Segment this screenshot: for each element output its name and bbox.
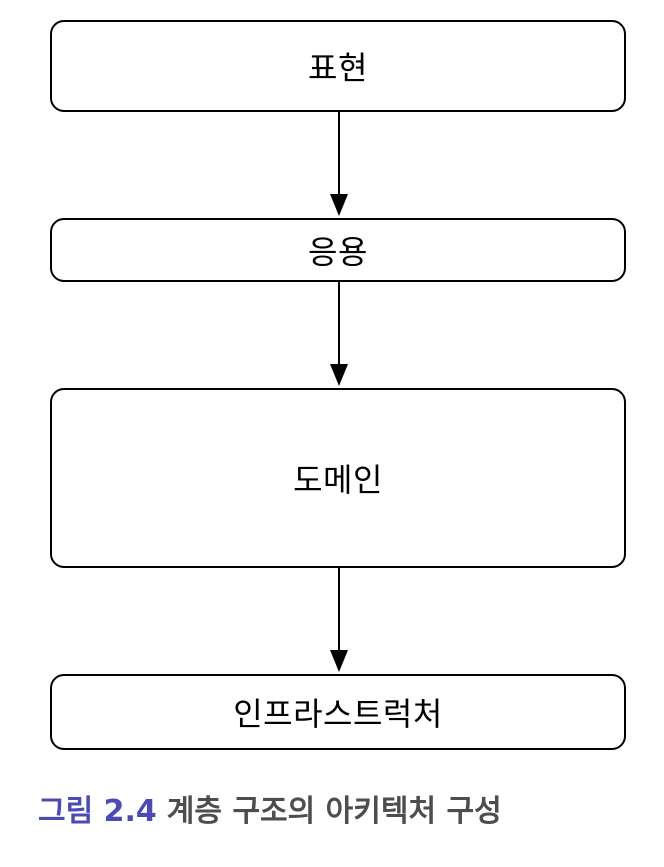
arrow-application-to-domain xyxy=(330,282,348,386)
figure-number: 그림 2.4 xyxy=(38,794,157,829)
infrastructure-layer-label: 인프라스트럭처 xyxy=(233,695,443,733)
domain-layer-label: 도메인 xyxy=(293,461,383,499)
arrow-domain-to-infrastructure xyxy=(330,568,348,672)
presentation-layer-label: 표현 xyxy=(308,49,368,87)
infrastructure-layer-box: 인프라스트럭처 xyxy=(50,674,626,750)
figure-caption: 그림 2.4 계층 구조의 아키텍처 구성 xyxy=(38,786,502,830)
application-layer-box: 응용 xyxy=(50,218,626,282)
application-layer-label: 응용 xyxy=(308,233,368,271)
domain-layer-box: 도메인 xyxy=(50,388,626,568)
layered-architecture-diagram: 표현 응용 도메인 인프라스트럭처 xyxy=(50,20,626,750)
arrow-presentation-to-application xyxy=(330,112,348,216)
presentation-layer-box: 표현 xyxy=(50,20,626,112)
figure-title: 계층 구조의 아키텍처 구성 xyxy=(166,794,502,829)
